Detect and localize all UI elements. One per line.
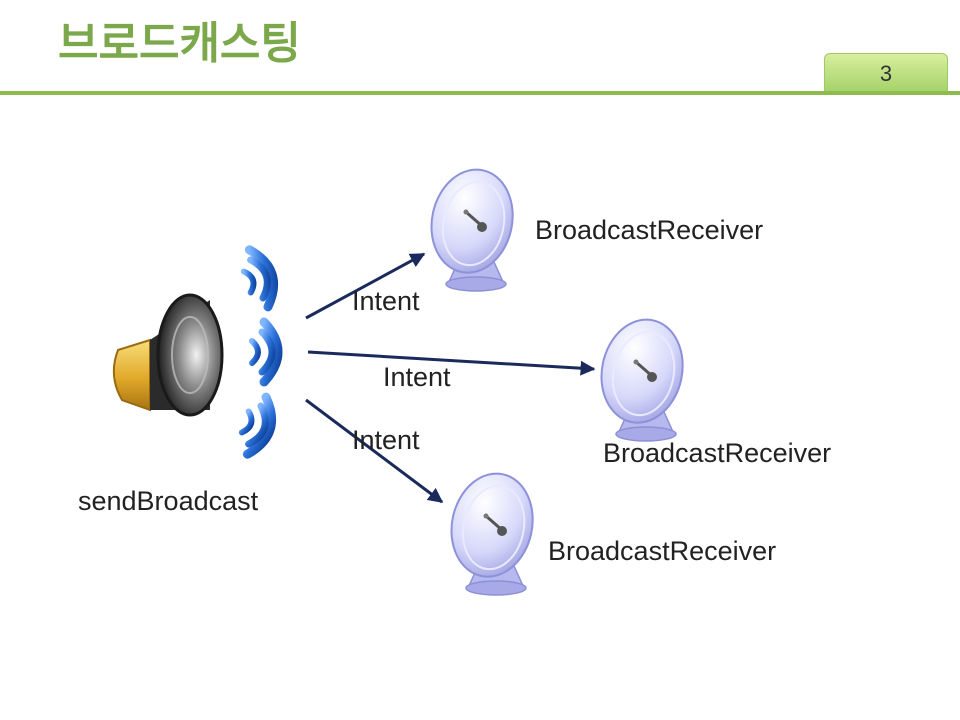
intent-label-top: Intent [352, 286, 420, 316]
satellite-dish-icon-top [420, 160, 524, 293]
intent-arrow-bottom [305, 398, 444, 504]
page-number-badge: 3 [824, 53, 948, 91]
intent-arrow-middle [307, 350, 596, 376]
receiver-label-middle: BroadcastReceiver [603, 438, 832, 468]
receiver-label-top: BroadcastReceiver [535, 215, 764, 245]
sound-wave-icon-bottom [236, 393, 279, 458]
speaker-icon [112, 293, 224, 417]
title-divider [0, 91, 960, 95]
sound-wave-icon-middle [252, 322, 278, 382]
satellite-dish-icon-middle [590, 310, 694, 443]
slide-title: 브로드캐스팅 [58, 18, 301, 69]
intent-arrow-top [305, 252, 426, 320]
satellite-dish-icon-bottom [440, 464, 544, 597]
sound-wave-icon-top [238, 245, 281, 310]
receiver-label-bottom: BroadcastReceiver [548, 536, 777, 566]
intent-label-bottom: Intent [352, 425, 420, 455]
sender-label: sendBroadcast [78, 486, 259, 516]
intent-label-middle: Intent [383, 362, 451, 392]
